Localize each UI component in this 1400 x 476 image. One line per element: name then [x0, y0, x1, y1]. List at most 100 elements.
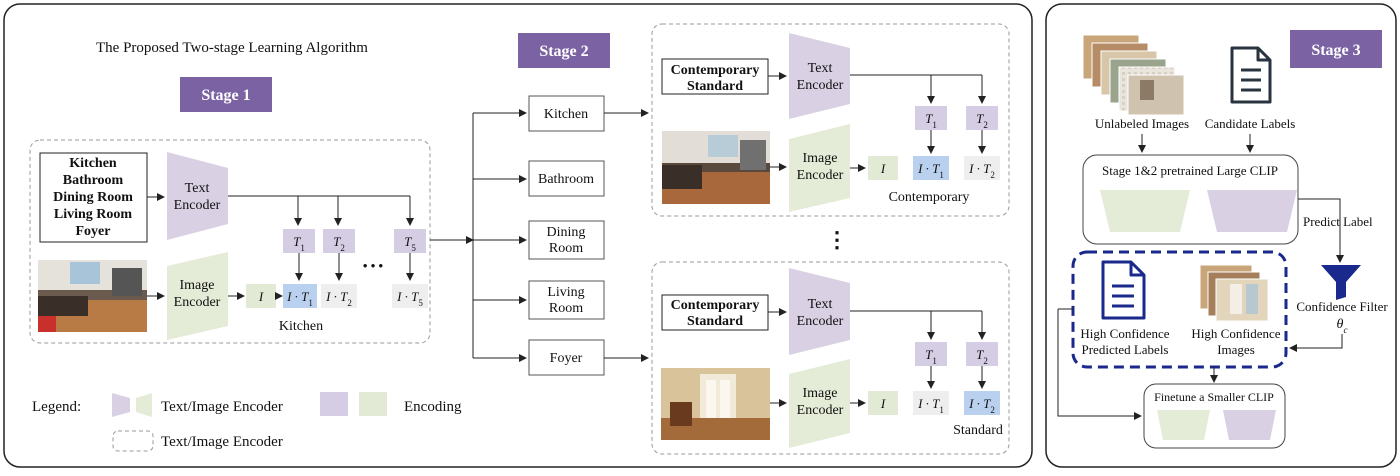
panel1-token-i-label: I: [880, 161, 886, 176]
diagram-title: The Proposed Two-stage Learning Algorith…: [96, 40, 368, 56]
panel1-image-encoder-label-1: Image: [803, 151, 838, 166]
panel1-kitchen-image: [662, 131, 770, 204]
class-kitchen: Kitchen: [69, 156, 117, 171]
legend-dashed-swatch: [112, 430, 154, 452]
legend-encoder-label: Text/Image Encoder: [161, 399, 283, 415]
stage1-container: [29, 139, 431, 344]
high-confidence-labels-doc-icon: [1101, 260, 1146, 320]
panel1-product-2: [964, 156, 1000, 180]
stage2-panel-1: [651, 23, 1010, 217]
room-bathroom-label: Bathroom: [538, 172, 594, 187]
stage1-caption: Kitchen: [279, 319, 323, 334]
panel2-image-encoder-label-1: Image: [803, 386, 838, 401]
high-conf-images-line2: Images: [1217, 342, 1255, 357]
room-foyer-label: Foyer: [550, 351, 583, 366]
legend-image-encoding-swatch: [359, 392, 387, 416]
panel1-prompt-box: [661, 58, 769, 95]
stage1-image-encoder: [167, 252, 228, 340]
stage1-product-5: [392, 284, 428, 308]
panel1-product-2-label: I · T2: [968, 161, 995, 180]
panel2-token-t1: [915, 342, 947, 366]
panel1-product-1: [913, 156, 949, 180]
panel2-caption: Standard: [953, 423, 1003, 438]
candidate-labels-label: Candidate Labels: [1205, 116, 1296, 131]
panel2-image-encoder-label-2: Encoder: [797, 403, 844, 418]
stage3-badge: [1290, 30, 1382, 68]
stage1-image-encoder-label-2: Encoder: [174, 295, 221, 310]
stage1-kitchen-image: [38, 260, 147, 332]
class-living-room: Living Room: [54, 207, 133, 222]
candidate-labels-doc-icon: [1230, 46, 1272, 104]
stage1-token-i: [246, 284, 276, 308]
panel1-token-t2: [966, 106, 998, 130]
panel1-prompt-line1: Contemporary: [671, 63, 760, 78]
panel1-text-encoder: [789, 33, 850, 119]
panel2-product-1-label: I · T1: [917, 396, 944, 415]
stage1-product-1-label: I · T1: [286, 289, 313, 308]
unlabeled-images-stack: [1082, 34, 1185, 116]
panel2-prompt-line2: Standard: [687, 314, 743, 329]
legend-dashed-label: Text/Image Encoder: [161, 434, 283, 450]
stage2-badge: [518, 33, 610, 68]
small-clip-text-encoder: [1223, 410, 1276, 440]
panel2-text-encoder: [789, 268, 850, 355]
high-conf-images-line1: High Confidence: [1191, 326, 1280, 341]
confidence-filter-funnel-icon: [1321, 265, 1361, 300]
panel1-token-t2-label: T2: [976, 111, 988, 130]
room-box-foyer: [528, 339, 605, 376]
legend-image-encoder-shape: [136, 393, 152, 417]
unlabeled-images-label: Unlabeled Images: [1095, 116, 1189, 131]
panel2-product-2-label: I · T2: [968, 396, 995, 415]
room-box-living: [528, 280, 605, 320]
panel1-token-t1: [915, 106, 947, 130]
large-clip-text-encoder: [1207, 190, 1297, 232]
room-dining-label-2: Room: [549, 241, 583, 256]
confidence-filter-label: Confidence Filter: [1296, 299, 1388, 314]
room-living-label-1: Living: [547, 285, 584, 300]
stage2-vertical-ellipsis: ⋮: [826, 227, 848, 252]
panel1-prompt-line2: Standard: [687, 79, 743, 94]
panel1-token-i: [868, 156, 898, 180]
panel2-product-1: [913, 391, 949, 415]
class-bathroom: Bathroom: [63, 173, 124, 188]
stage1-token-t1-label: T1: [293, 234, 305, 253]
finetune-clip-label: Finetune a Smaller CLIP: [1154, 390, 1274, 404]
class-foyer: Foyer: [76, 224, 111, 239]
stage1-token-t2-label: T2: [333, 234, 345, 253]
panel2-product-2: [964, 391, 1000, 415]
panel1-image-encoder: [789, 124, 850, 212]
stage1-product-1: [283, 284, 317, 308]
high-conf-labels-line1: High Confidence: [1080, 326, 1169, 341]
room-kitchen-label: Kitchen: [544, 107, 588, 122]
room-box-dining: [528, 220, 605, 260]
panel1-product-1-label: I · T1: [917, 161, 944, 180]
room-living-label-2: Room: [549, 301, 583, 316]
stage1-product-5-label: I · T5: [396, 289, 423, 308]
stage1-token-t2: [323, 229, 355, 253]
stage3-label: Stage 3: [1311, 42, 1360, 59]
panel1-caption: Contemporary: [889, 190, 970, 205]
stage2-label: Stage 2: [539, 43, 588, 60]
panel2-token-t2: [966, 342, 998, 366]
stage1-badge: [180, 77, 272, 112]
panel2-token-i-label: I: [880, 396, 886, 411]
high-conf-labels-line2: Predicted Labels: [1082, 342, 1169, 357]
stage1-text-encoder-label-2: Encoder: [174, 198, 221, 213]
legend-text-encoder-shape: [112, 393, 130, 417]
stage1-product-2: [321, 284, 357, 308]
class-dining-room: Dining Room: [53, 190, 133, 205]
room-dining-label-1: Dining: [547, 225, 586, 240]
large-clip-image-encoder: [1100, 190, 1190, 232]
panel2-text-encoder-label-1: Text: [808, 297, 833, 312]
stage12-panel: [3, 3, 1033, 468]
legend-title: Legend:: [32, 399, 81, 415]
panel2-token-i: [868, 391, 898, 415]
legend-text-encoding-swatch: [320, 392, 348, 416]
high-confidence-images-stack: [1199, 264, 1269, 322]
predict-label-text: Predict Label: [1303, 214, 1373, 229]
stage1-text-encoder: [167, 152, 228, 240]
panel2-token-t2-label: T2: [976, 347, 988, 366]
stage2-panel-2: [651, 261, 1010, 455]
pretrained-clip-label: Stage 1&2 pretrained Large CLIP: [1102, 163, 1278, 178]
